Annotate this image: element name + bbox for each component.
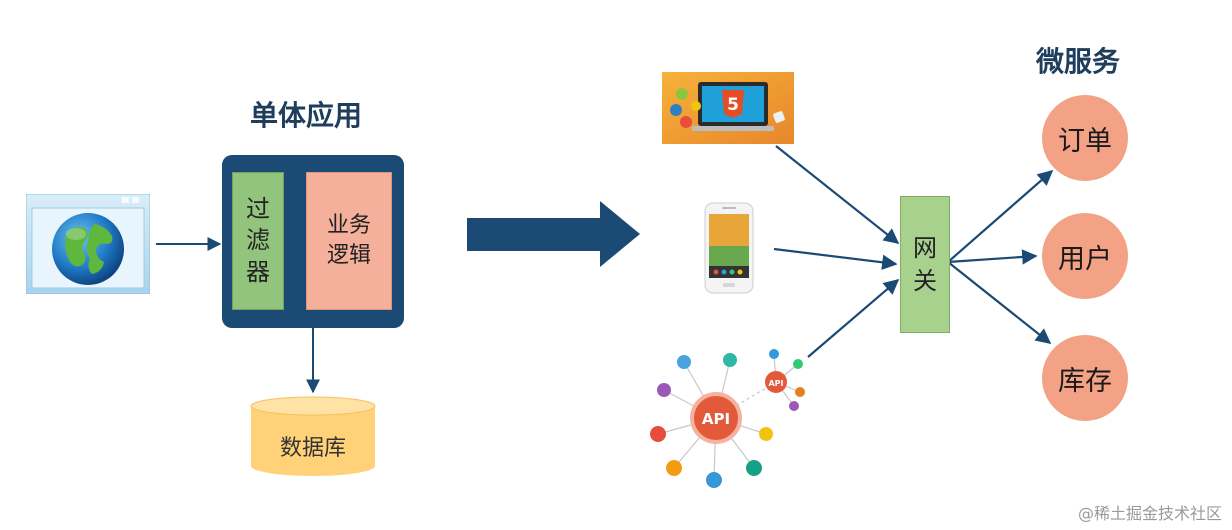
- phone-icon: [704, 202, 754, 294]
- gateway-label: 网关: [913, 234, 937, 295]
- api-network-icon: API API: [650, 349, 805, 488]
- html5-badge: 5: [727, 95, 739, 115]
- database-icon: [250, 396, 376, 476]
- filter-label: 过滤器: [246, 195, 270, 286]
- database-cylinder: 数据库: [250, 396, 376, 478]
- database-label: 数据库: [279, 436, 346, 461]
- microservices-title: 微服务: [1036, 45, 1121, 78]
- business-logic-label: 业务逻辑: [326, 213, 371, 268]
- mobile-client-image: [704, 202, 754, 294]
- service-stock-label: 库存: [1058, 365, 1112, 397]
- filter-box: 过滤器: [232, 172, 284, 310]
- business-logic-box: 业务逻辑: [306, 172, 392, 310]
- arrow-gateway-to-order: [947, 169, 1054, 263]
- browser-window: [25, 193, 151, 295]
- api-ecosystem-image: API API: [644, 340, 810, 500]
- web-client-image: 5: [662, 72, 794, 144]
- arrow-mobile-to-gateway: [773, 247, 898, 270]
- service-stock: 库存: [1042, 335, 1128, 421]
- service-order: 订单: [1042, 95, 1128, 181]
- gateway-box: 网关: [900, 196, 950, 333]
- arrow-api-to-gateway: [807, 278, 900, 358]
- watermark: @稀土掘金技术社区: [1077, 504, 1222, 523]
- arrow-gateway-to-user: [947, 249, 1038, 265]
- service-user-label: 用户: [1058, 243, 1112, 275]
- big-transform-arrow: [467, 201, 640, 267]
- html5-icon: 5: [662, 72, 794, 144]
- globe-icon: [25, 193, 151, 295]
- api-small-label: API: [768, 379, 783, 388]
- monolith-title: 单体应用: [250, 99, 363, 132]
- service-user: 用户: [1042, 213, 1128, 299]
- api-hub-label: API: [702, 410, 730, 428]
- service-order-label: 订单: [1058, 125, 1112, 157]
- arrow-web-to-gateway: [775, 145, 900, 244]
- arrow-gateway-to-stock: [947, 261, 1052, 344]
